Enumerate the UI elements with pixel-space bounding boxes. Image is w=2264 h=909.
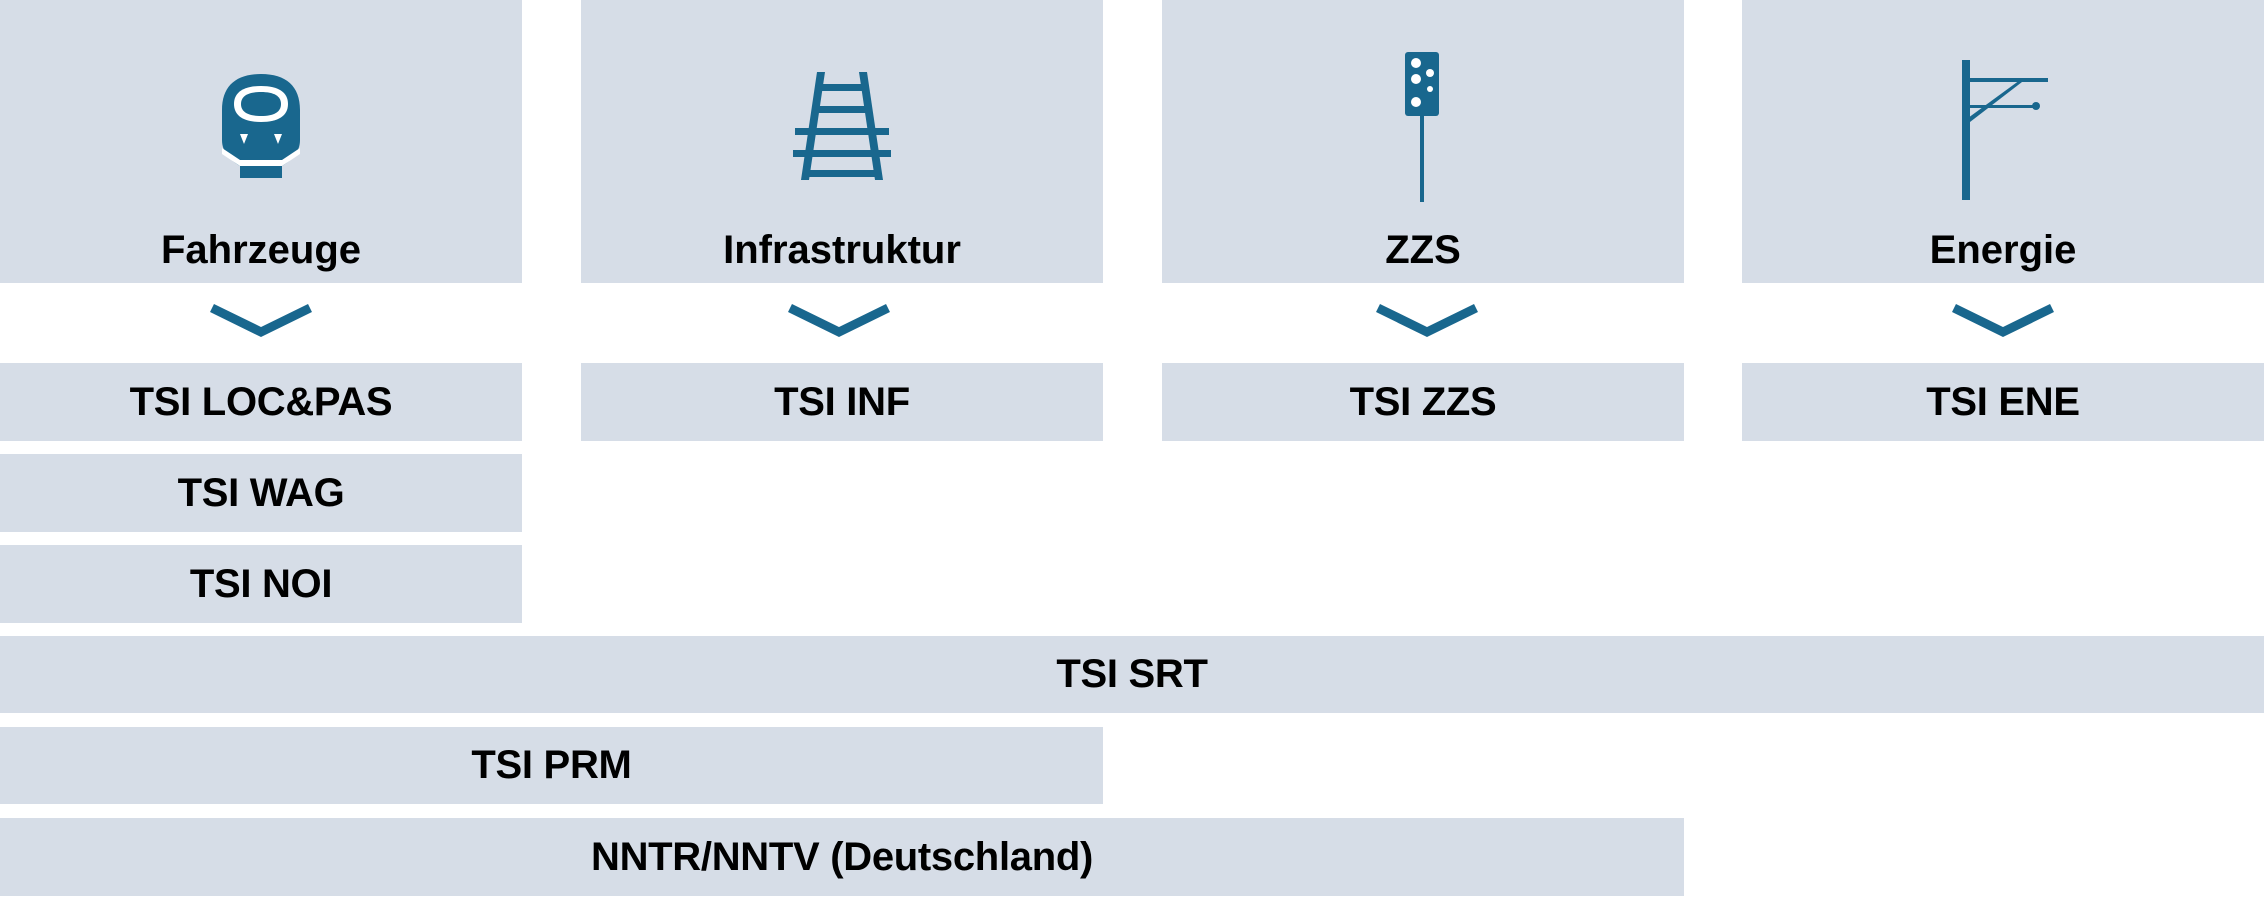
tsi-loc-pas-box: TSI LOC&PAS	[0, 363, 522, 441]
tsi-srt-box: TSI SRT	[0, 636, 2264, 713]
category-fahrzeuge: Fahrzeuge	[0, 0, 522, 283]
category-energie: Energie	[1742, 0, 2264, 283]
chevron-down-icon	[788, 303, 890, 338]
category-label: ZZS	[1385, 228, 1461, 272]
train-icon	[222, 74, 300, 178]
category-zzs: ZZS	[1162, 0, 1684, 283]
tsi-ene-box: TSI ENE	[1742, 363, 2264, 441]
category-label: Fahrzeuge	[160, 228, 362, 272]
nntr-nntv-box: NNTR/NNTV (Deutschland)	[0, 818, 1684, 896]
track-icon	[793, 72, 891, 180]
tsi-zzs-box: TSI ZZS	[1162, 363, 1684, 441]
tsi-noi-box: TSI NOI	[0, 545, 522, 623]
tsi-prm-box: TSI PRM	[0, 727, 1103, 804]
category-label: Infrastruktur	[723, 228, 961, 272]
category-label: Energie	[1929, 228, 2077, 272]
chevron-down-icon	[210, 303, 312, 338]
tsi-wag-box: TSI WAG	[0, 454, 522, 532]
catenary-icon	[1962, 60, 2048, 200]
chevron-down-icon	[1376, 303, 1478, 338]
chevron-down-icon	[1952, 303, 2054, 338]
tsi-inf-box: TSI INF	[581, 363, 1103, 441]
category-infrastruktur: Infrastruktur	[581, 0, 1103, 283]
signal-icon	[1405, 52, 1439, 202]
